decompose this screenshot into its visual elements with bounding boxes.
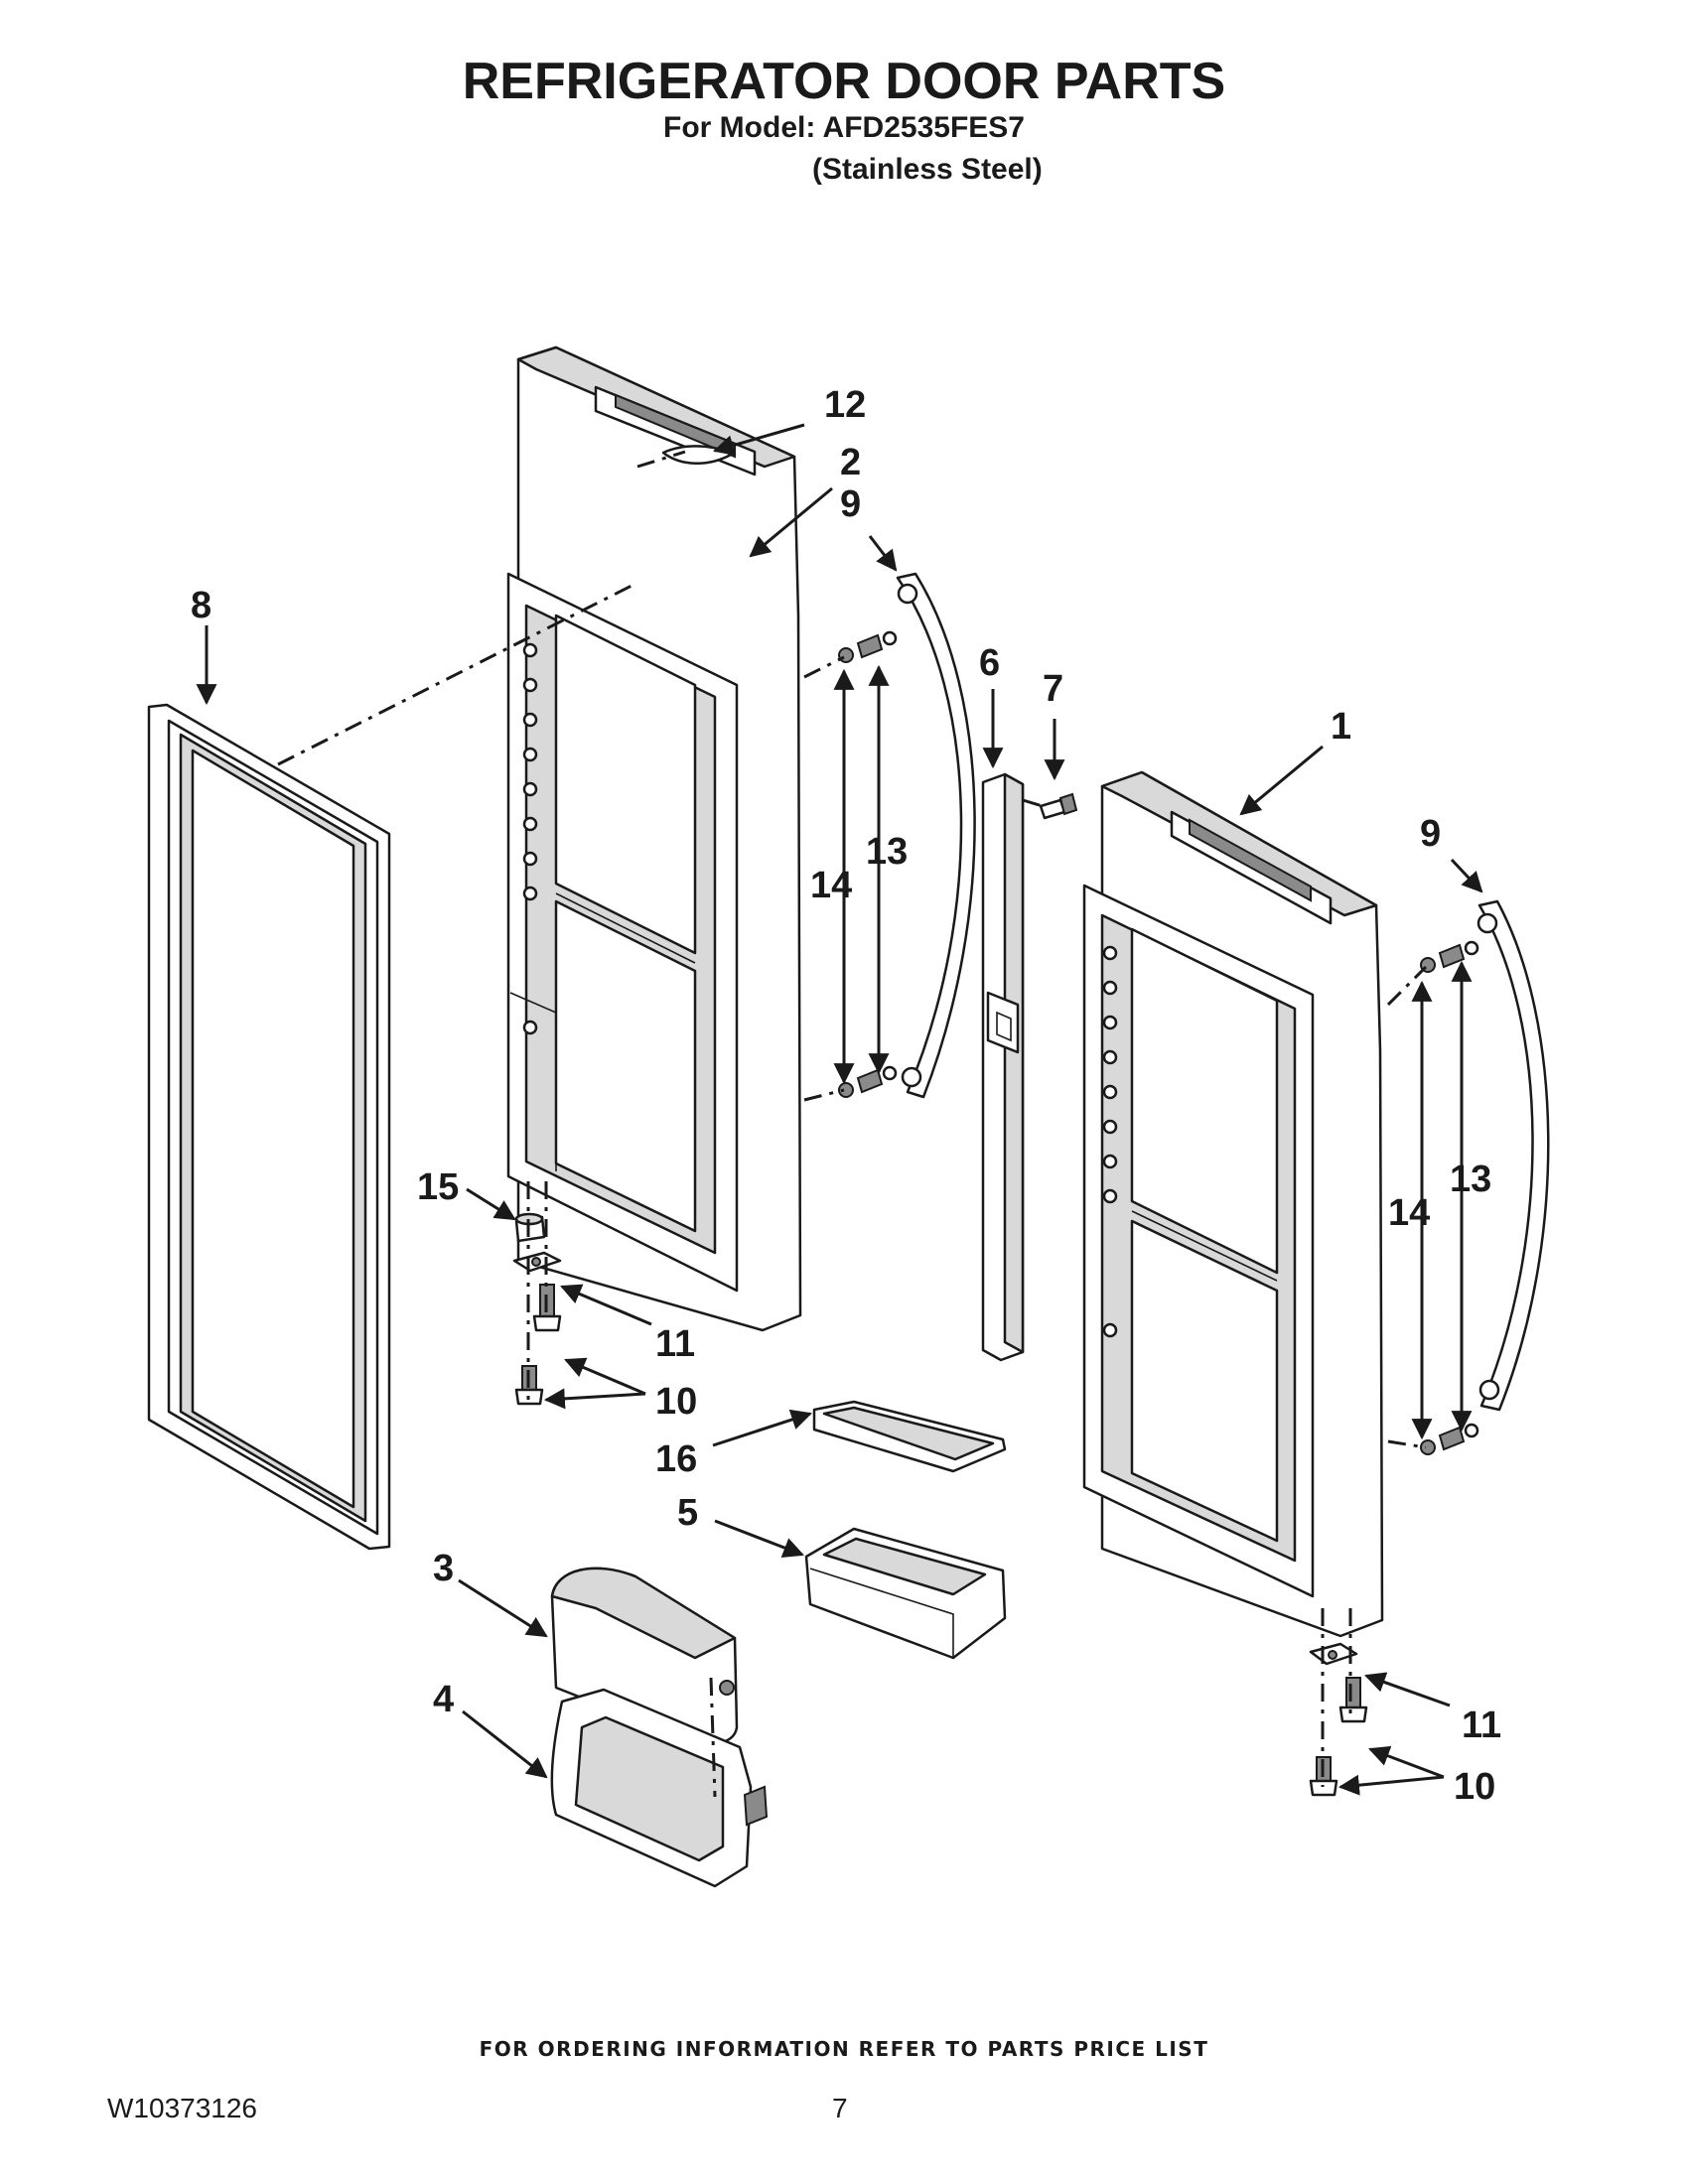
- hinge-bracket-left: [512, 1251, 562, 1273]
- callout-4: 4: [433, 1679, 454, 1720]
- callout-8: 8: [191, 585, 211, 626]
- door-handle-left: [896, 572, 976, 1099]
- leader-lines: [196, 423, 1483, 1796]
- callout-13-right: 13: [1450, 1159, 1491, 1200]
- assembly-lines: [277, 450, 1428, 1798]
- door-mullion: [981, 772, 1025, 1362]
- callout-16: 16: [655, 1438, 697, 1480]
- callout-9-right: 9: [1420, 813, 1441, 855]
- callout-6: 6: [979, 642, 1000, 684]
- callout-13-left: 13: [866, 831, 908, 873]
- finish-line: (Stainless Steel): [812, 153, 1043, 186]
- dispenser-bin-frame: [550, 1688, 769, 1888]
- left-door-liner: [506, 345, 802, 1332]
- callout-14-right: 14: [1388, 1192, 1430, 1234]
- callout-10-left: 10: [655, 1381, 697, 1423]
- bin-cover: [812, 1400, 1007, 1473]
- door-gasket: [147, 703, 391, 1551]
- callout-15: 15: [417, 1166, 459, 1208]
- callout-11-left: 11: [655, 1323, 695, 1365]
- callout-1: 1: [1331, 706, 1351, 748]
- callout-11-right: 11: [1462, 1705, 1501, 1746]
- callout-7: 7: [1043, 668, 1063, 710]
- model-line: For Model: AFD2535FES7: [663, 111, 1025, 144]
- door-stop-cam: [514, 1212, 546, 1243]
- right-door-liner: [1082, 770, 1384, 1638]
- callout-9-left: 9: [840, 483, 861, 525]
- callout-14-left: 14: [810, 865, 852, 906]
- document-number: W10373126: [107, 2093, 258, 2123]
- callout-5: 5: [677, 1492, 698, 1534]
- callout-3: 3: [433, 1548, 454, 1589]
- door-shelf-studs: [522, 642, 538, 1035]
- ordering-note: FOR ORDERING INFORMATION REFER TO PARTS …: [479, 2037, 1209, 2061]
- door-shelf-studs-right: [1102, 945, 1118, 1338]
- door-handle-right: [1477, 899, 1550, 1412]
- door-bin: [804, 1527, 1007, 1660]
- page-number: 7: [832, 2093, 848, 2123]
- page-title: REFRIGERATOR DOOR PARTS: [462, 53, 1226, 110]
- mullion-screw: [1039, 792, 1078, 820]
- callout-2: 2: [840, 442, 861, 483]
- handle-mounting-screws: [838, 630, 1479, 1455]
- callout-10-right: 10: [1454, 1766, 1495, 1808]
- callout-12: 12: [824, 384, 866, 426]
- callout-numbers: 12 2 9 8 6 7 1 9 13 14 13 14 15 11 10 16…: [191, 384, 1501, 1808]
